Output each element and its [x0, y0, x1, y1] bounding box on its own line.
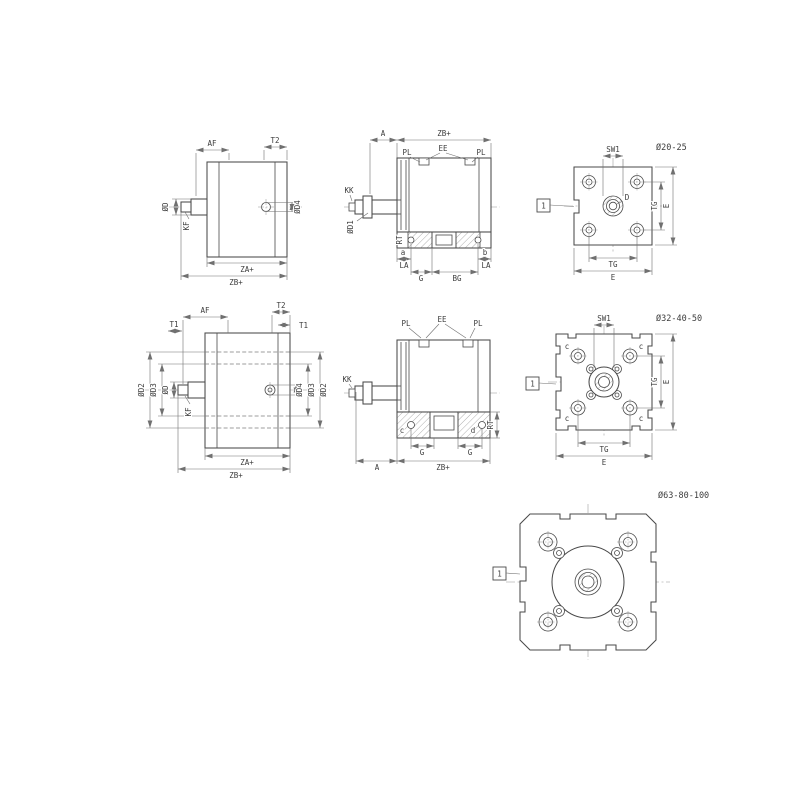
view-2025-section: A ZB+ EE PL PL KK ØD1 RT a b LA LA G BG [343, 128, 500, 284]
dim-label-af: AF [200, 306, 210, 315]
dim-label-zb: ZB+ [436, 463, 450, 472]
dim-label-tg: TG [650, 377, 659, 387]
view-63100-front: 1 Ø63-80-100 [492, 489, 710, 660]
size-group-title-63100: Ø63-80-100 [658, 490, 709, 501]
dim-label-pl: PL [476, 148, 486, 157]
dim-label-tg: TG [608, 260, 618, 269]
dim-label-sw1: SW1 [597, 314, 611, 323]
cylinder-body-section [396, 157, 492, 233]
rod-thread [180, 201, 192, 213]
dim-label-a: A [375, 463, 380, 472]
dim-label-pl: PL [473, 319, 483, 328]
rod-thread [348, 388, 356, 398]
dim-label-g: G [468, 448, 473, 457]
cushion-screw-a [407, 236, 415, 244]
dim-label-t1: T1 [299, 321, 308, 330]
dim-label-sw1: SW1 [606, 145, 620, 154]
size-group-title-2025: Ø20-25 [656, 142, 687, 153]
dim-label-g: G [420, 448, 425, 457]
dim-label-e: E [662, 203, 671, 208]
dim-label-a: A [381, 129, 386, 138]
item-ref-1: 1 [497, 570, 502, 579]
dim-label-zb: ZB+ [229, 278, 243, 287]
dim-label-rt: RT [395, 235, 404, 245]
dim-label-od4: ØD4 [295, 383, 304, 397]
cylinder-body [204, 332, 291, 449]
view-3250-section: EE PL PL KK c d RT G G A ZB+ [341, 314, 500, 473]
dim-label-od: ØD [161, 202, 170, 212]
dim-label-od4: ØD4 [293, 200, 302, 214]
air-port [462, 339, 474, 348]
dim-label-kk: KK [342, 375, 352, 384]
dim-label-t2: T2 [270, 136, 279, 145]
dim-label-g: G [419, 274, 424, 283]
dim-label-t1: T1 [169, 320, 178, 329]
item-ref-1-balloon [492, 566, 507, 581]
dim-label-od: ØD [161, 385, 170, 395]
cylinder-body-section [396, 339, 491, 413]
view-2025-front: D SW1 1 TG E TG E Ø20-25 [536, 141, 688, 283]
dim-label-e: E [662, 379, 671, 384]
ref-letter-a: a [401, 248, 406, 257]
piston-rod [371, 385, 398, 401]
dim-label-e: E [602, 458, 607, 467]
dim-label-rt: RT [486, 420, 495, 430]
item-ref-1-balloon [525, 376, 540, 391]
ref-letter-d: d [471, 426, 476, 435]
view-3250-front: c c c c SW1 1 TG E TG E Ø32-40-50 [525, 312, 703, 468]
dim-label-od3: ØD3 [149, 383, 158, 397]
piston-rod [187, 381, 206, 399]
dim-label-bg: BG [452, 274, 462, 283]
dim-label-af: AF [207, 139, 217, 148]
ref-letter-c: c [400, 426, 405, 435]
item-ref-1: 1 [530, 380, 535, 389]
dim-label-od3: ØD3 [307, 383, 316, 397]
dim-label-pl: PL [401, 319, 411, 328]
dim-label-e: E [611, 273, 616, 282]
piston-rod [371, 199, 398, 215]
view-2025-side: AF T2 ØD KF ØD4 ZA+ ZB+ [160, 135, 303, 288]
dim-label-tg: TG [650, 201, 659, 211]
dim-label-zb: ZB+ [437, 129, 451, 138]
dim-label-za: ZA+ [240, 265, 254, 274]
cushion-screw-c [407, 421, 415, 429]
dim-label-kf: KF [184, 407, 193, 417]
dim-label-pl: PL [402, 148, 412, 157]
dim-label-kf: KF [182, 221, 191, 231]
dim-label-od1: ØD1 [346, 220, 355, 234]
item-ref-1-balloon [536, 198, 551, 213]
cushion-screw-d [478, 421, 486, 429]
ref-letter-c: c [565, 414, 570, 423]
ref-letter-c: c [565, 342, 570, 351]
rod-thread [348, 202, 356, 212]
dim-label-la: LA [481, 261, 491, 270]
ref-letter-b: b [483, 248, 488, 257]
dim-label-ee: EE [438, 144, 448, 153]
air-port [464, 157, 476, 166]
dim-label-od2: ØD2 [319, 383, 328, 397]
dim-label-za: ZA+ [240, 458, 254, 467]
rod-thread [177, 384, 189, 396]
dim-label-t2: T2 [276, 301, 285, 310]
dim-label-od2: ØD2 [137, 383, 146, 397]
dim-label-la: LA [399, 261, 409, 270]
dim-label-zb: ZB+ [229, 471, 243, 480]
cylinder-body [206, 161, 288, 258]
view-3250-side: AF T2 T1 T1 ØD2 ØD3 ØD KF ØD4 ØD3 ØD2 ZA… [136, 300, 330, 481]
ref-letter-d: D [625, 193, 630, 202]
ref-letter-c: c [639, 342, 644, 351]
size-group-title-3250: Ø32-40-50 [656, 313, 702, 324]
piston-rod [190, 198, 208, 216]
ref-letter-c: c [639, 414, 644, 423]
dim-label-ee: EE [437, 315, 447, 324]
dim-label-tg: TG [599, 445, 609, 454]
air-port [418, 339, 430, 348]
dim-label-kk: KK [344, 186, 354, 195]
cushion-screw-b [474, 236, 482, 244]
item-ref-1: 1 [541, 202, 546, 211]
